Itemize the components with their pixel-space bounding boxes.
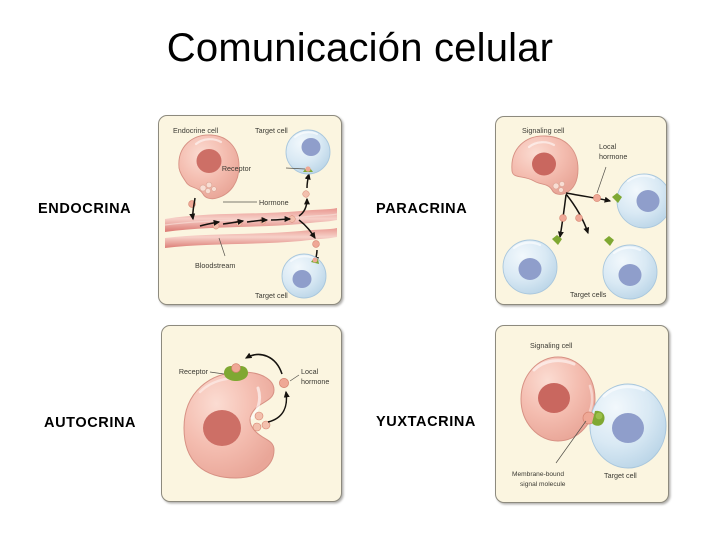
receptor-shape <box>224 363 248 381</box>
diagram-panel-paracrine: Local hormone Signaling cell Target cell… <box>495 116 667 305</box>
target-cell-shape <box>589 383 667 469</box>
category-label-yuxtacrina: YUXTACRINA <box>376 414 476 430</box>
diagram-panel-endocrine: Hormone Bloodstream Receptor Endocrine c… <box>158 115 342 305</box>
signaling-cell-shape <box>511 135 579 195</box>
target-cell-label: Target cell <box>604 471 637 480</box>
hormone-label: Hormone <box>259 198 289 207</box>
membrane-signal-label-line2: signal molecule <box>520 481 566 488</box>
bloodstream-label: Bloodstream <box>195 261 235 270</box>
endocrine-cell-shape <box>178 134 240 200</box>
local-hormone-particles <box>559 194 601 222</box>
target-cell-top-label: Target cell <box>255 126 288 135</box>
signaling-cell-label: Signaling cell <box>522 126 565 135</box>
diagram-panel-juxtacrine: Membrane-bound signal molecule Signaling… <box>495 325 669 503</box>
category-label-endocrina: ENDOCRINA <box>38 201 132 217</box>
target-cell-right-shape <box>612 173 666 229</box>
target-cell-bottom-label: Target cell <box>255 291 288 300</box>
bloodstream-vessel <box>164 208 338 248</box>
local-hormone-label-line1: Local <box>301 367 319 376</box>
autocrine-cell-shape <box>183 371 275 479</box>
local-hormone-label-line2: hormone <box>599 152 627 161</box>
autocrine-loop-arrows <box>244 352 290 423</box>
category-label-paracrina: PARACRINA <box>376 201 468 217</box>
target-cell-top-shape <box>285 129 331 175</box>
local-hormone-label-line1: Local <box>599 142 617 151</box>
target-cells-label: Target cells <box>570 290 607 299</box>
endocrine-cell-label: Endocrine cell <box>173 126 219 135</box>
paracrine-diffusion-arrows <box>557 192 612 239</box>
signal-flow-arrows <box>189 172 320 264</box>
target-cell-bottom-right-shape <box>602 236 658 300</box>
local-hormone-label-line2: hormone <box>301 377 329 386</box>
category-label-autocrina: AUTOCRINA <box>44 415 137 431</box>
receptor-label: Receptor <box>179 367 209 376</box>
signaling-cell-label: Signaling cell <box>530 341 573 350</box>
page-title: Comunicación celular <box>166 26 554 70</box>
membrane-signal-label-line1: Membrane-bound <box>512 471 564 478</box>
signaling-cell-shape <box>520 356 596 442</box>
local-hormone-particle <box>279 378 289 388</box>
target-cell-bottom-shape <box>281 253 327 299</box>
target-cell-bottom-left-shape <box>502 235 562 295</box>
diagram-panel-autocrine: Receptor Local hormone <box>161 325 342 502</box>
receptor-label: Receptor <box>222 164 252 173</box>
